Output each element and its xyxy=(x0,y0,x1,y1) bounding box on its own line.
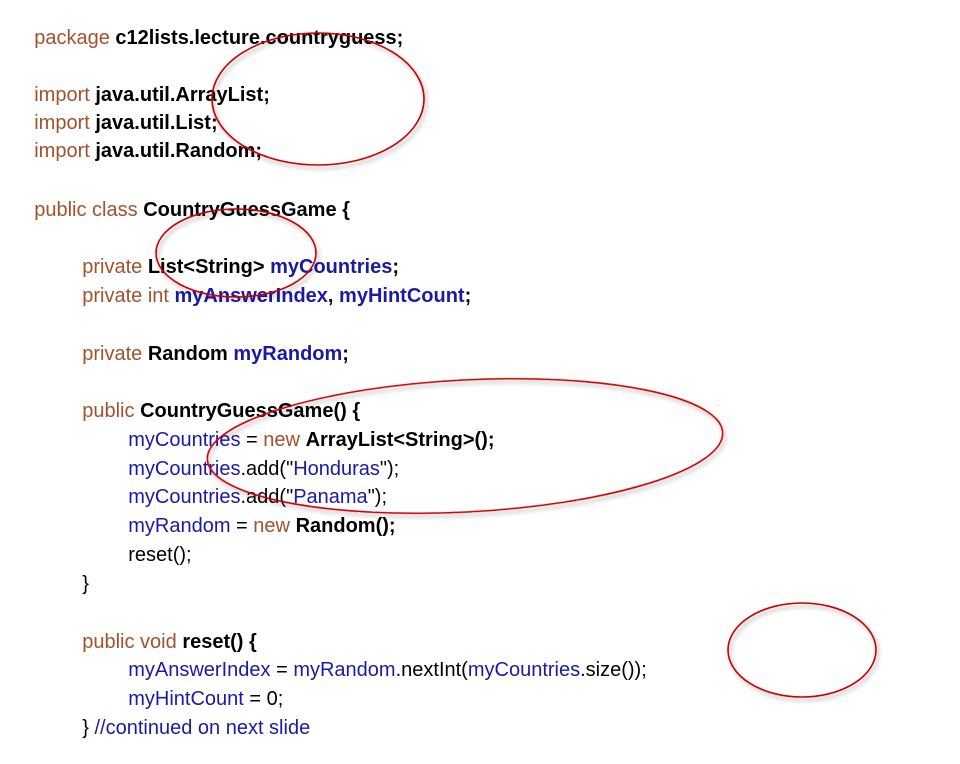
code-line-answer-index: myAnswerIndex = myRandom.nextInt(myCount… xyxy=(106,634,647,706)
method-call: reset(); xyxy=(128,544,192,566)
field-ref: myHintCount xyxy=(128,688,244,710)
constructor-call: Random(); xyxy=(295,515,396,537)
field-ref: myAnswerIndex xyxy=(128,659,271,681)
keyword: public xyxy=(82,400,135,422)
class-name: CountryGuessGame { xyxy=(143,199,350,221)
keyword: private xyxy=(82,256,143,278)
package-name: c12lists.lecture.countryguess; xyxy=(115,27,404,49)
method-call: .size()); xyxy=(580,659,647,681)
keyword: import xyxy=(34,112,90,134)
code-line-import-list: import java.util.List; xyxy=(12,87,218,159)
keyword: public class xyxy=(34,199,138,221)
code-line-hint-count: myHintCount = 0; xyxy=(106,663,283,735)
code-line-constructor-end: } xyxy=(60,548,89,620)
field-name: myRandom xyxy=(233,343,343,365)
import-path: java.util.List; xyxy=(95,112,218,134)
punct: ; xyxy=(464,285,472,307)
keyword: import xyxy=(34,84,90,106)
keyword: public void xyxy=(82,631,177,653)
field-name: myHintCount xyxy=(339,285,465,307)
slide: package c12lists.lecture.countryguess; i… xyxy=(12,27,877,739)
keyword: import xyxy=(34,140,90,162)
field-name: myAnswerIndex xyxy=(174,285,328,307)
code-line-method-end: } //continued on next slide xyxy=(60,692,310,764)
method-call: .nextInt( xyxy=(395,659,468,681)
field-ref: myRandom xyxy=(128,515,231,537)
operator: = xyxy=(270,659,294,681)
punct: , xyxy=(327,285,340,307)
keyword: private xyxy=(82,343,143,365)
punct: ; xyxy=(342,343,349,365)
keyword: private int xyxy=(82,285,169,307)
code-line-new-random: myRandom = new Random(); xyxy=(106,490,396,562)
keyword: new xyxy=(253,515,290,537)
operator: = xyxy=(230,515,254,537)
closing-brace: } xyxy=(82,573,89,595)
closing-brace: } xyxy=(82,717,95,739)
code-line-field-random: private Random myRandom; xyxy=(60,318,349,390)
assignment: = 0; xyxy=(243,688,284,710)
code-comment: //continued on next slide xyxy=(94,717,311,739)
method-name: reset() { xyxy=(182,631,257,653)
field-ref: myRandom xyxy=(293,659,396,681)
type-name: Random xyxy=(147,343,228,365)
import-path: java.util.Random; xyxy=(95,140,263,162)
punct: ; xyxy=(392,256,400,278)
keyword: package xyxy=(34,27,110,49)
code-line-reset-call: reset(); xyxy=(106,519,192,591)
annotation-circle-size-call xyxy=(727,602,877,698)
code-line-reset-declaration: public void reset() { xyxy=(60,606,257,678)
field-ref: myCountries xyxy=(467,659,581,681)
